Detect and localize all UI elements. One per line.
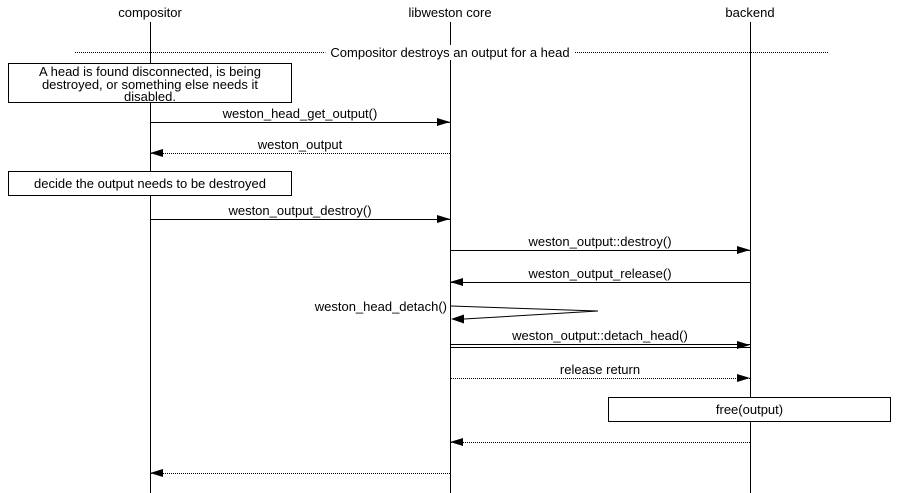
message-line-weston-output (150, 153, 450, 154)
arrowhead-right-icon (737, 246, 750, 254)
message-label-weston-output: weston_output (257, 137, 343, 152)
message-label-weston-output-release: weston_output_release() (528, 266, 672, 281)
message-line-weston-output-destroy-vfunc (450, 250, 750, 251)
message-line-return-to-core (450, 442, 750, 443)
message-label-weston-output-detach-head: weston_output::detach_head() (512, 328, 688, 343)
lifeline-backend (750, 22, 751, 493)
arrowhead-left-icon (450, 278, 463, 286)
arrowhead-right-icon (737, 341, 750, 349)
message-line-return-to-compositor (150, 473, 450, 474)
actor-libweston-core: libweston core (408, 5, 492, 20)
arrowhead-right-icon (437, 215, 450, 223)
arrowhead-left-icon (150, 469, 163, 477)
note-decide-destroy: decide the output needs to be destroyed (8, 171, 292, 196)
lifeline-libweston-core (450, 22, 451, 493)
actor-backend: backend (725, 5, 775, 20)
message-line-weston-output-detach-head (450, 344, 750, 348)
arrowhead-right-icon (437, 118, 450, 126)
divider-label: Compositor destroys an output for a head (325, 45, 575, 60)
arrowhead-left-icon (450, 438, 463, 446)
message-label-weston-output-destroy-vfunc: weston_output::destroy() (528, 234, 672, 249)
actor-compositor: compositor (118, 5, 182, 20)
message-label-weston-output-destroy: weston_output_destroy() (228, 203, 372, 218)
message-line-weston-output-destroy (150, 219, 450, 220)
message-label-weston-head-get-output: weston_head_get_output() (222, 106, 378, 121)
message-line-weston-output-release (450, 282, 750, 283)
lifeline-compositor (150, 22, 151, 493)
arrowhead-right-icon (737, 374, 750, 382)
note-free-output: free(output) (608, 397, 891, 422)
message-label-weston-head-detach: weston_head_detach() (314, 299, 447, 314)
note-head-disconnected: A head is found disconnected, is being d… (8, 63, 292, 103)
arrowhead-left-icon (150, 149, 163, 157)
self-call-arrow-icon (450, 305, 599, 324)
message-label-release-return: release return (559, 362, 641, 377)
message-line-weston-head-get-output (150, 122, 450, 123)
message-line-release-return (450, 378, 750, 379)
